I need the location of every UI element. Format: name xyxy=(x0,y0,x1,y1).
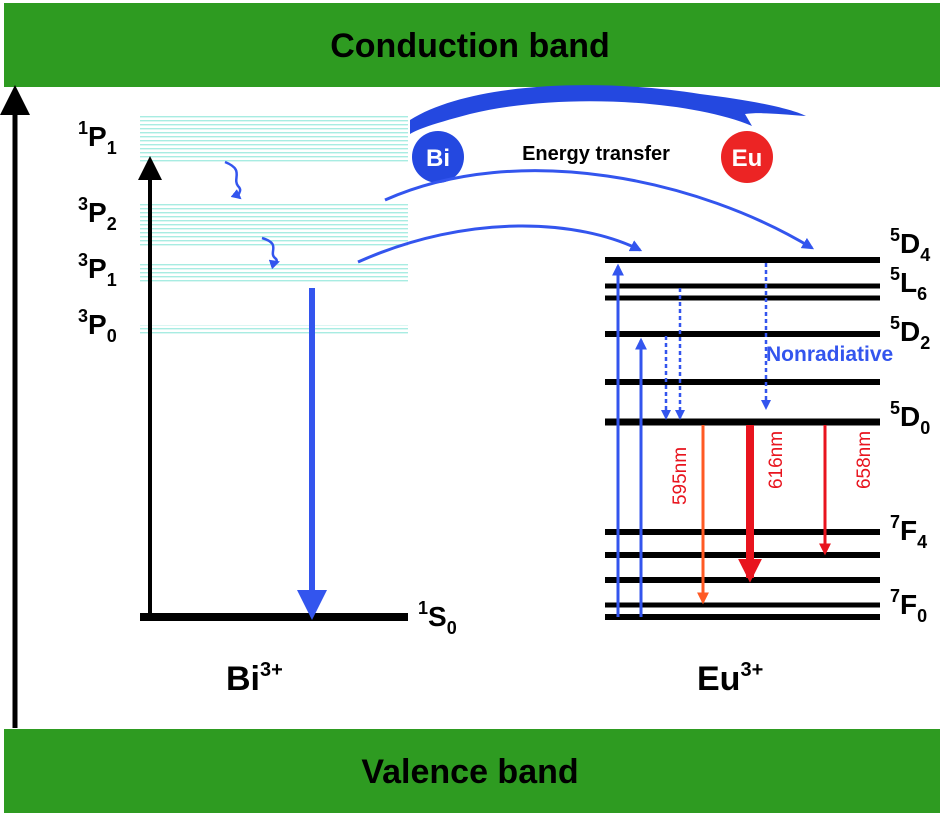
bi-levels xyxy=(138,114,408,621)
valence-band xyxy=(4,729,940,813)
bi-ball xyxy=(412,131,464,183)
eu-ball-label: Eu xyxy=(732,145,763,172)
bi-level-3p0-band xyxy=(140,325,408,335)
conduction-band xyxy=(4,3,940,87)
emission-label-658: 658nm xyxy=(854,431,875,489)
eu-level-label: 5D2 xyxy=(890,313,930,353)
bi-level-label: 3P2 xyxy=(78,194,117,234)
bi-level-3p2-band xyxy=(140,202,408,246)
eu-level-labels: 5D4 5L6 5D2 5D0 7F4 7F0 xyxy=(890,225,930,626)
bi-level-labels: 1P1 3P2 3P1 3P0 1S0 xyxy=(78,118,457,638)
eu-levels xyxy=(605,257,880,620)
emission-label-595: 595nm xyxy=(670,447,691,505)
energy-transfer-swoosh xyxy=(410,85,806,134)
energy-transfer-label: Energy transfer xyxy=(522,143,670,165)
valence-band-label: Valence band xyxy=(361,753,578,791)
bi-level-3p1-band xyxy=(140,264,408,284)
bi-level-label: 3P0 xyxy=(78,306,117,346)
eu-ion-label: Eu3+ xyxy=(697,659,763,698)
eu-level-label: 7F4 xyxy=(890,512,927,552)
bi-relaxation-squiggle-2 xyxy=(261,236,280,270)
bi-relaxation-squiggle-1 xyxy=(224,160,242,200)
eu-level-label: 5D4 xyxy=(890,225,930,265)
transfer-arrow-lower xyxy=(357,224,643,264)
eu-level-label: 7F0 xyxy=(890,586,927,626)
conduction-band-label: Conduction band xyxy=(330,27,610,65)
nonradiative-label: Nonradiative xyxy=(766,343,893,366)
bi-ion-label: Bi3+ xyxy=(226,659,283,698)
emission-label-616: 616nm xyxy=(766,431,787,489)
transfer-arrow-upper xyxy=(384,169,815,250)
bi-level-label: 1P1 xyxy=(78,118,117,158)
eu-level-label: 5D0 xyxy=(890,398,930,438)
bi-level-1p1-band xyxy=(140,114,408,162)
eu-ball xyxy=(721,131,773,183)
eu-level-label: 5L6 xyxy=(890,264,927,304)
bi-ball-label: Bi xyxy=(426,145,450,172)
bi-level-label: 1S0 xyxy=(418,598,457,638)
bi-level-label: 3P1 xyxy=(78,250,117,290)
